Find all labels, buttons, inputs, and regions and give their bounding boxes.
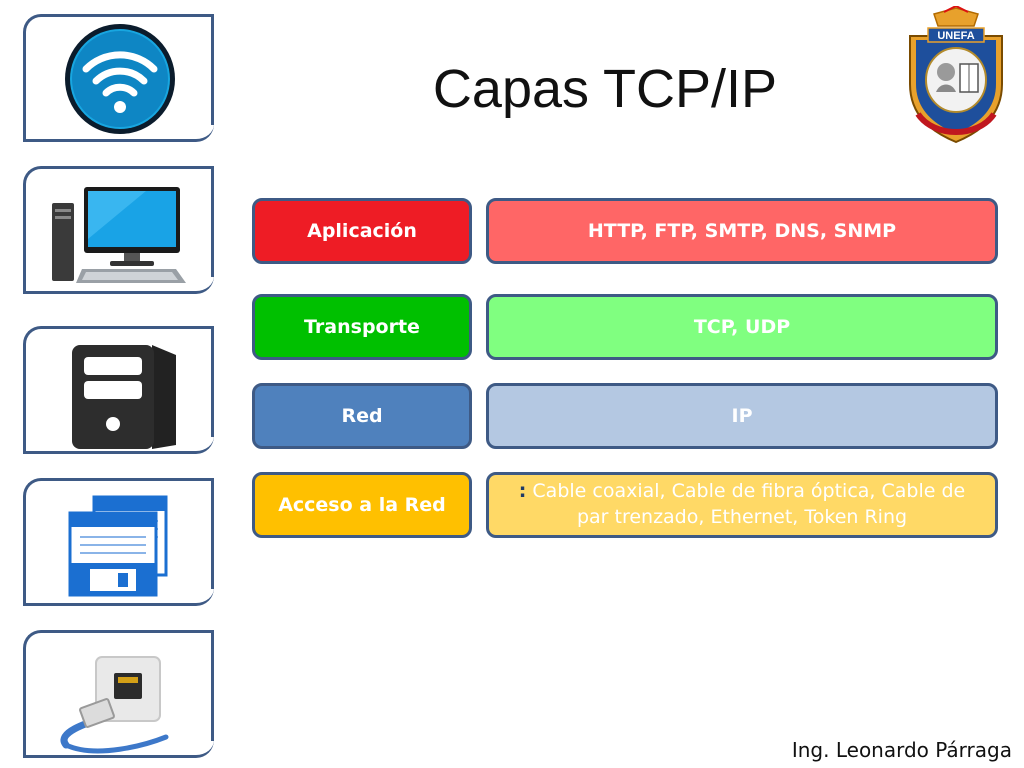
layer-acceso-protocols: : Cable coaxial, Cable de fibra óptica, … <box>486 472 998 538</box>
layer-transporte-label: Transporte <box>252 294 472 360</box>
icon-frame-wifi <box>23 14 214 142</box>
protocols-prefix: : <box>518 480 527 503</box>
layer-aplicacion-protocols: HTTP, FTP, SMTP, DNS, SNMP <box>486 198 998 264</box>
icon-frame-computer <box>23 166 214 294</box>
layer-red-protocols: IP <box>486 383 998 449</box>
author-credit: Ing. Leonardo Párraga <box>791 738 1012 762</box>
ethernet-cable-icon <box>60 656 169 754</box>
crest-text: UNEFA <box>937 30 974 42</box>
icon-frame-ethernet <box>23 630 214 758</box>
unefa-crest-logo: UNEFA <box>909 6 1003 144</box>
layer-transporte-protocols: TCP, UDP <box>486 294 998 360</box>
wifi-icon <box>65 24 175 134</box>
layer-aplicacion-label: Aplicación <box>252 198 472 264</box>
server-tower-icon <box>72 345 176 449</box>
protocols-text: Cable coaxial, Cable de fibra óptica, Ca… <box>532 480 966 528</box>
icon-frame-server <box>23 326 214 454</box>
slide-title: Capas TCP/IP <box>432 59 778 119</box>
floppy-documents-icon <box>68 495 168 597</box>
layer-red-label: Red <box>252 383 472 449</box>
icon-frame-documents <box>23 478 214 606</box>
layer-acceso-label: Acceso a la Red <box>252 472 472 538</box>
desktop-computer-icon <box>52 187 186 283</box>
